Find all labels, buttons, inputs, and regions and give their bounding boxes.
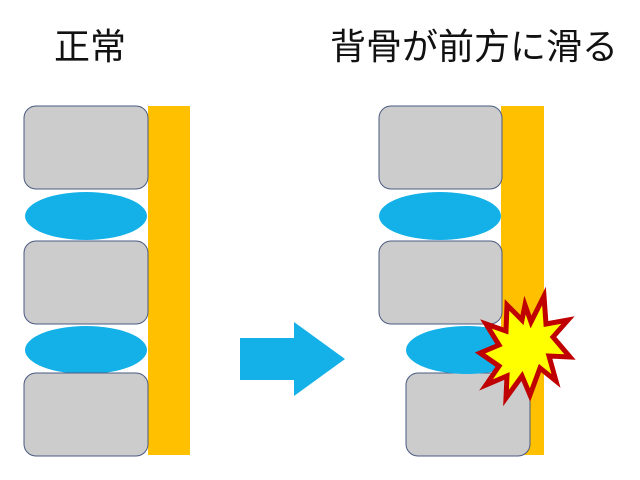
title-normal: 正常 (54, 27, 127, 68)
slipped-spine (378, 105, 576, 457)
vertebra (23, 372, 149, 457)
vertebra (378, 105, 503, 190)
normal-spine (23, 105, 190, 457)
disc (379, 192, 501, 240)
vertebra (23, 105, 149, 190)
title-slipped: 背骨が前方に滑る (330, 27, 619, 68)
vertebra (378, 240, 503, 325)
right-arrow-icon (240, 322, 345, 396)
vertebra (23, 240, 149, 325)
disc (25, 326, 147, 374)
spinal-canal (148, 106, 190, 455)
disc (25, 192, 147, 240)
impact-burst-icon (474, 286, 576, 407)
